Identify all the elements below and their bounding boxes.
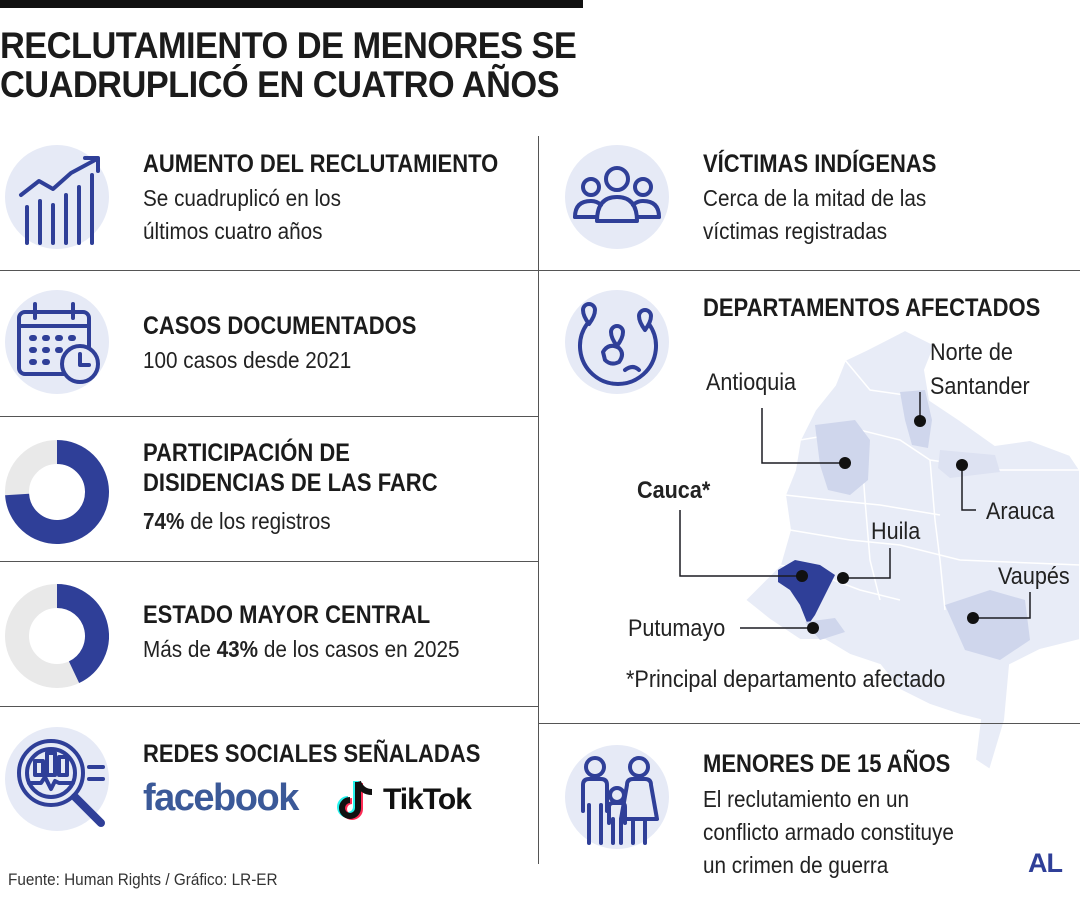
label-arauca: Arauca [986, 498, 1055, 525]
indigenas-line-2: víctimas registradas [703, 218, 888, 244]
casos-heading: CASOS DOCUMENTADOS [143, 312, 417, 340]
group-people-icon [565, 145, 669, 249]
divider-left-2 [0, 416, 538, 417]
column-divider [538, 136, 539, 864]
farc-text-rest: de los registros [184, 508, 331, 534]
facebook-logo: facebook [143, 777, 299, 819]
farc-donut-value [5, 440, 109, 544]
huila-dot [837, 572, 849, 584]
arauca-region [938, 450, 1000, 478]
menores-text: El reclutamiento en un conflicto armado … [703, 783, 954, 882]
farc-text: 74% de los registros [143, 505, 331, 538]
aumento-heading: AUMENTO DEL RECLUTAMIENTO [143, 150, 499, 178]
indigenas-line-1: Cerca de la mitad de las [703, 185, 927, 211]
vaupes-dot [967, 612, 979, 624]
divider-left-3 [0, 561, 538, 562]
aumento-line-2: últimos cuatro años [143, 218, 323, 244]
indigenas-text: Cerca de la mitad de las víctimas regist… [703, 182, 926, 248]
emc-text-pre: Más de [143, 636, 217, 662]
emc-text-post: de los casos en 2025 [258, 636, 460, 662]
arauca-dot [956, 459, 968, 471]
antioquia-dot [839, 457, 851, 469]
indigenas-heading: VÍCTIMAS INDÍGENAS [703, 150, 937, 178]
aumento-text: Se cuadruplicó en los últimos cuatro año… [143, 182, 341, 248]
menores-heading: MENORES DE 15 AÑOS [703, 750, 951, 778]
menores-line-2: conflicto armado constituye [703, 819, 954, 845]
casos-line-1: 100 casos desde 2021 [143, 347, 352, 373]
vaupes-leader [975, 592, 1031, 619]
farc-value: 74% [143, 508, 185, 534]
cauca-dot [796, 570, 808, 582]
page-title: RECLUTAMIENTO DE MENORES SE CUADRUPLICÓ … [0, 26, 577, 104]
antioquia-region [815, 420, 870, 495]
divider-right-1 [538, 270, 1080, 271]
family-icon [565, 745, 669, 849]
label-huila: Huila [871, 518, 921, 545]
arauca-leader [961, 466, 976, 511]
top-bar [0, 0, 583, 8]
publisher-logo: AL [1028, 848, 1063, 878]
huila-leader [843, 548, 891, 579]
redes-heading: REDES SOCIALES SEÑALADAS [143, 740, 481, 768]
title-line-1: RECLUTAMIENTO DE MENORES SE [0, 25, 577, 66]
label-cauca: Cauca* [637, 477, 711, 504]
emc-text: Más de 43% de los casos en 2025 [143, 633, 459, 666]
emc-value: 43% [216, 636, 259, 662]
trend-chart-icon [5, 145, 109, 249]
cauca-leader [679, 510, 800, 577]
emc-heading: ESTADO MAYOR CENTRAL [143, 601, 431, 629]
source-credit: Fuente: Human Rights / Gráfico: LR-ER [8, 870, 278, 889]
emc-donut-value [56, 584, 109, 684]
putumayo-dot [807, 622, 819, 634]
colombia-map [679, 328, 1080, 772]
label-vaupes: Vaupés [998, 563, 1070, 590]
tiktok-logo: TikTok [383, 783, 472, 816]
menores-line-1: El reclutamiento en un [703, 786, 909, 812]
divider-left-1 [0, 270, 538, 271]
farc-heading: PARTICIPACIÓN DE DISIDENCIAS DE LAS FARC [143, 438, 438, 498]
menores-line-3: un crimen de guerra [703, 852, 889, 878]
aumento-line-1: Se cuadruplicó en los [143, 185, 341, 211]
farc-donut [5, 440, 109, 544]
divider-left-4 [0, 706, 538, 707]
divider-right-2 [538, 723, 1080, 724]
globe-pins-icon [565, 290, 669, 394]
antioquia-leader [761, 408, 845, 464]
label-norte-line-1: Norte de [930, 339, 1013, 366]
label-norte-line-2: Santander [930, 373, 1030, 400]
label-antioquia: Antioquia [706, 369, 797, 396]
farc-heading-line-2: DISIDENCIAS DE LAS FARC [143, 469, 438, 497]
vaupes-region [945, 590, 1030, 660]
departamentos-heading: DEPARTAMENTOS AFECTADOS [703, 294, 1041, 322]
magnifier-chart-icon [5, 727, 109, 831]
label-norte-de-santander: Norte de Santander [930, 336, 1030, 404]
norte-dot [914, 415, 926, 427]
label-putumayo: Putumayo [628, 615, 726, 642]
calendar-clock-icon [5, 290, 109, 394]
farc-heading-line-1: PARTICIPACIÓN DE [143, 439, 350, 467]
emc-donut [5, 584, 109, 688]
title-line-2: CUADRUPLICÓ EN CUATRO AÑOS [0, 64, 560, 105]
map-footnote: *Principal departamento afectado [626, 666, 946, 693]
tiktok-icon [337, 780, 373, 820]
